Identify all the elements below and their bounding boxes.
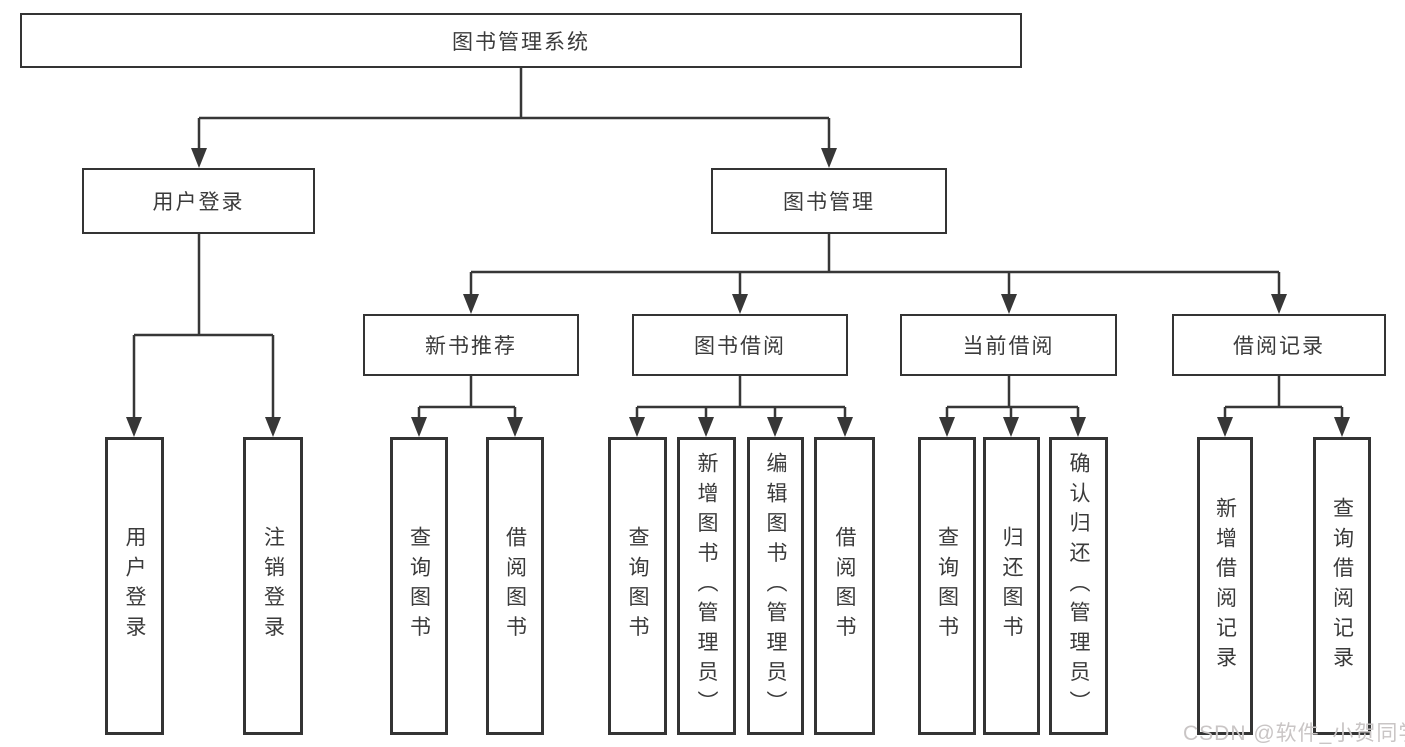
leaf-edit-books-admin-label: 编辑图书（管理员）: [764, 451, 787, 721]
connector-paths: [132, 68, 1344, 421]
csdn-watermark: CSDN @软件_小贺同学: [1183, 722, 1405, 745]
node-library-management-system: 图书管理系统: [20, 13, 1022, 68]
leaf-search-books-borrowing-label: 查询图书: [626, 526, 649, 646]
leaf-search-books-recommend: 查询图书: [390, 437, 448, 735]
leaf-search-books-borrowing: 查询图书: [608, 437, 667, 735]
node-library-management-system-label: 图书管理系统: [452, 30, 590, 54]
leaf-borrow-books: 借阅图书: [814, 437, 875, 735]
node-new-book-recommendation-label: 新书推荐: [425, 335, 517, 358]
leaf-search-books-recommend-label: 查询图书: [407, 526, 431, 646]
leaf-confirm-return-admin: 确认归还（管理员）: [1049, 437, 1108, 735]
leaf-return-books: 归还图书: [983, 437, 1040, 735]
leaf-logout-label: 注销登录: [261, 526, 285, 646]
leaf-borrow-books-recommend-label: 借阅图书: [503, 526, 527, 646]
node-book-borrowing-label: 图书借阅: [694, 335, 786, 358]
node-user-login-label: 用户登录: [152, 191, 245, 214]
node-current-borrowing-label: 当前借阅: [962, 335, 1055, 358]
node-borrowing-records: 借阅记录: [1172, 314, 1386, 376]
leaf-add-books-admin-label: 新增图书（管理员）: [695, 451, 718, 721]
node-current-borrowing: 当前借阅: [900, 314, 1117, 376]
leaf-confirm-return-admin-label: 确认归还（管理员）: [1067, 451, 1090, 721]
connector-arrowheads: [126, 148, 1350, 437]
node-user-login: 用户登录: [82, 168, 315, 234]
node-book-management: 图书管理: [711, 168, 947, 234]
node-borrowing-records-label: 借阅记录: [1233, 335, 1325, 358]
leaf-borrow-books-label: 借阅图书: [833, 526, 856, 646]
leaf-add-borrow-record-label: 新增借阅记录: [1213, 496, 1237, 676]
leaf-logout: 注销登录: [243, 437, 303, 735]
node-book-borrowing: 图书借阅: [632, 314, 848, 376]
leaf-search-books-current: 查询图书: [918, 437, 976, 735]
leaf-borrow-books-recommend: 借阅图书: [486, 437, 544, 735]
node-new-book-recommendation: 新书推荐: [363, 314, 579, 376]
leaf-return-books-label: 归还图书: [1000, 526, 1023, 646]
leaf-search-books-current-label: 查询图书: [935, 526, 959, 646]
leaf-edit-books-admin: 编辑图书（管理员）: [747, 437, 804, 735]
leaf-add-borrow-record: 新增借阅记录: [1197, 437, 1253, 735]
node-book-management-label: 图书管理: [783, 191, 875, 214]
leaf-user-login-label: 用户登录: [123, 526, 146, 646]
leaf-search-borrow-record: 查询借阅记录: [1313, 437, 1371, 735]
leaf-user-login: 用户登录: [105, 437, 164, 735]
leaf-add-books-admin: 新增图书（管理员）: [677, 437, 736, 735]
leaf-search-borrow-record-label: 查询借阅记录: [1330, 496, 1354, 676]
